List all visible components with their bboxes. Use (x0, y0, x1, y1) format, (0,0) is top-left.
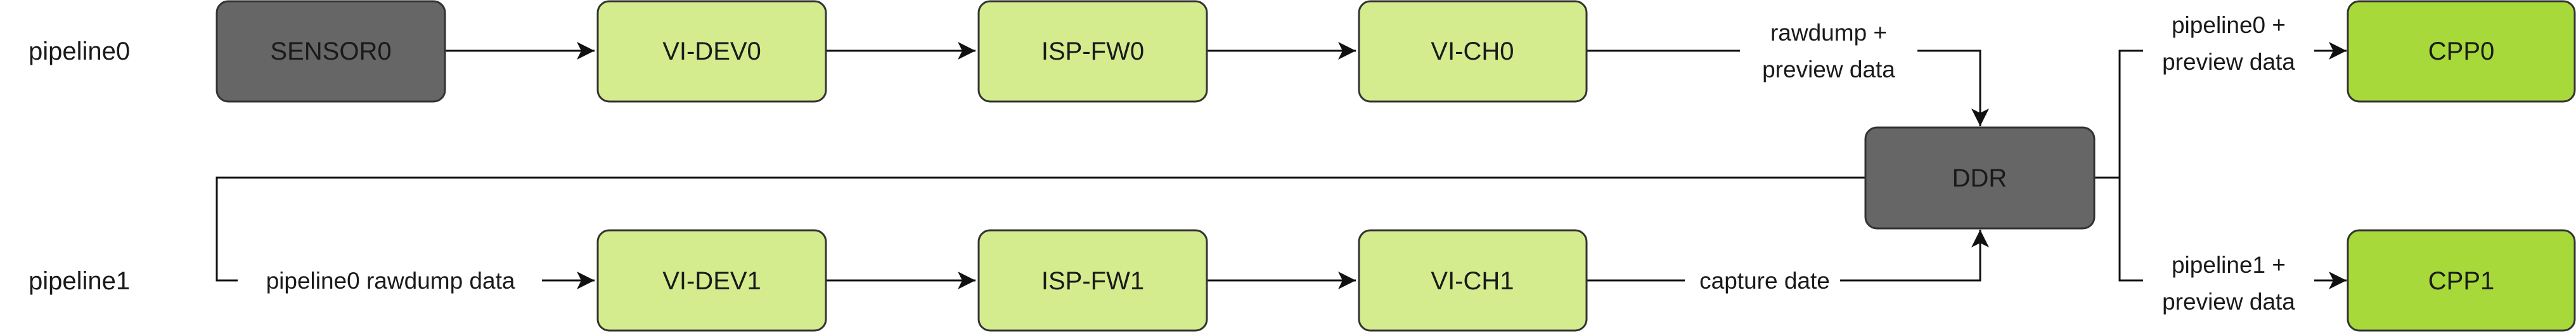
node-vi-dev0: VI-DEV0 (596, 0, 827, 103)
edge-vi-ch0-ddr (1587, 49, 1989, 126)
node-sensor0: SENSOR0 (216, 0, 446, 103)
edge-label-cpp1-line2: preview data (2162, 289, 2295, 315)
edge-label-cpp0-line1: pipeline0 + (2172, 12, 2286, 38)
pipeline-label-0: pipeline0 (29, 37, 130, 65)
svg-text:VI-CH1: VI-CH1 (1431, 267, 1514, 295)
node-vi-ch0: VI-CH0 (1358, 0, 1588, 103)
svg-text:VI-CH0: VI-CH0 (1431, 37, 1514, 65)
svg-text:CPP1: CPP1 (2428, 267, 2495, 295)
node-cpp0: CPP0 (2347, 0, 2576, 103)
svg-text:VI-DEV1: VI-DEV1 (662, 267, 761, 295)
edge-label-cpp0-line2: preview data (2162, 49, 2295, 75)
node-cpp1: CPP1 (2347, 229, 2576, 332)
node-isp-fw1: ISP-FW1 (977, 229, 1208, 332)
svg-text:ISP-FW0: ISP-FW0 (1041, 37, 1144, 65)
node-vi-dev1: VI-DEV1 (596, 229, 827, 332)
svg-text:SENSOR0: SENSOR0 (270, 37, 391, 65)
svg-text:CPP0: CPP0 (2428, 37, 2495, 65)
edge-label-rawdump-line2: preview data (1762, 56, 1895, 82)
edge-label-rawdump-data: pipeline0 rawdump data (266, 268, 515, 294)
svg-text:DDR: DDR (1952, 164, 2007, 192)
node-vi-ch1: VI-CH1 (1358, 229, 1588, 332)
edge-label-capture: capture date (1699, 268, 1830, 294)
edge-label-cpp1-line1: pipeline1 + (2172, 252, 2286, 278)
edge-label-rawdump-line1: rawdump + (1770, 20, 1887, 46)
node-isp-fw0: ISP-FW0 (977, 0, 1208, 103)
node-ddr: DDR (1864, 126, 2096, 230)
svg-text:ISP-FW1: ISP-FW1 (1041, 267, 1144, 295)
pipeline-label-1: pipeline1 (29, 267, 130, 295)
svg-text:VI-DEV0: VI-DEV0 (662, 37, 761, 65)
